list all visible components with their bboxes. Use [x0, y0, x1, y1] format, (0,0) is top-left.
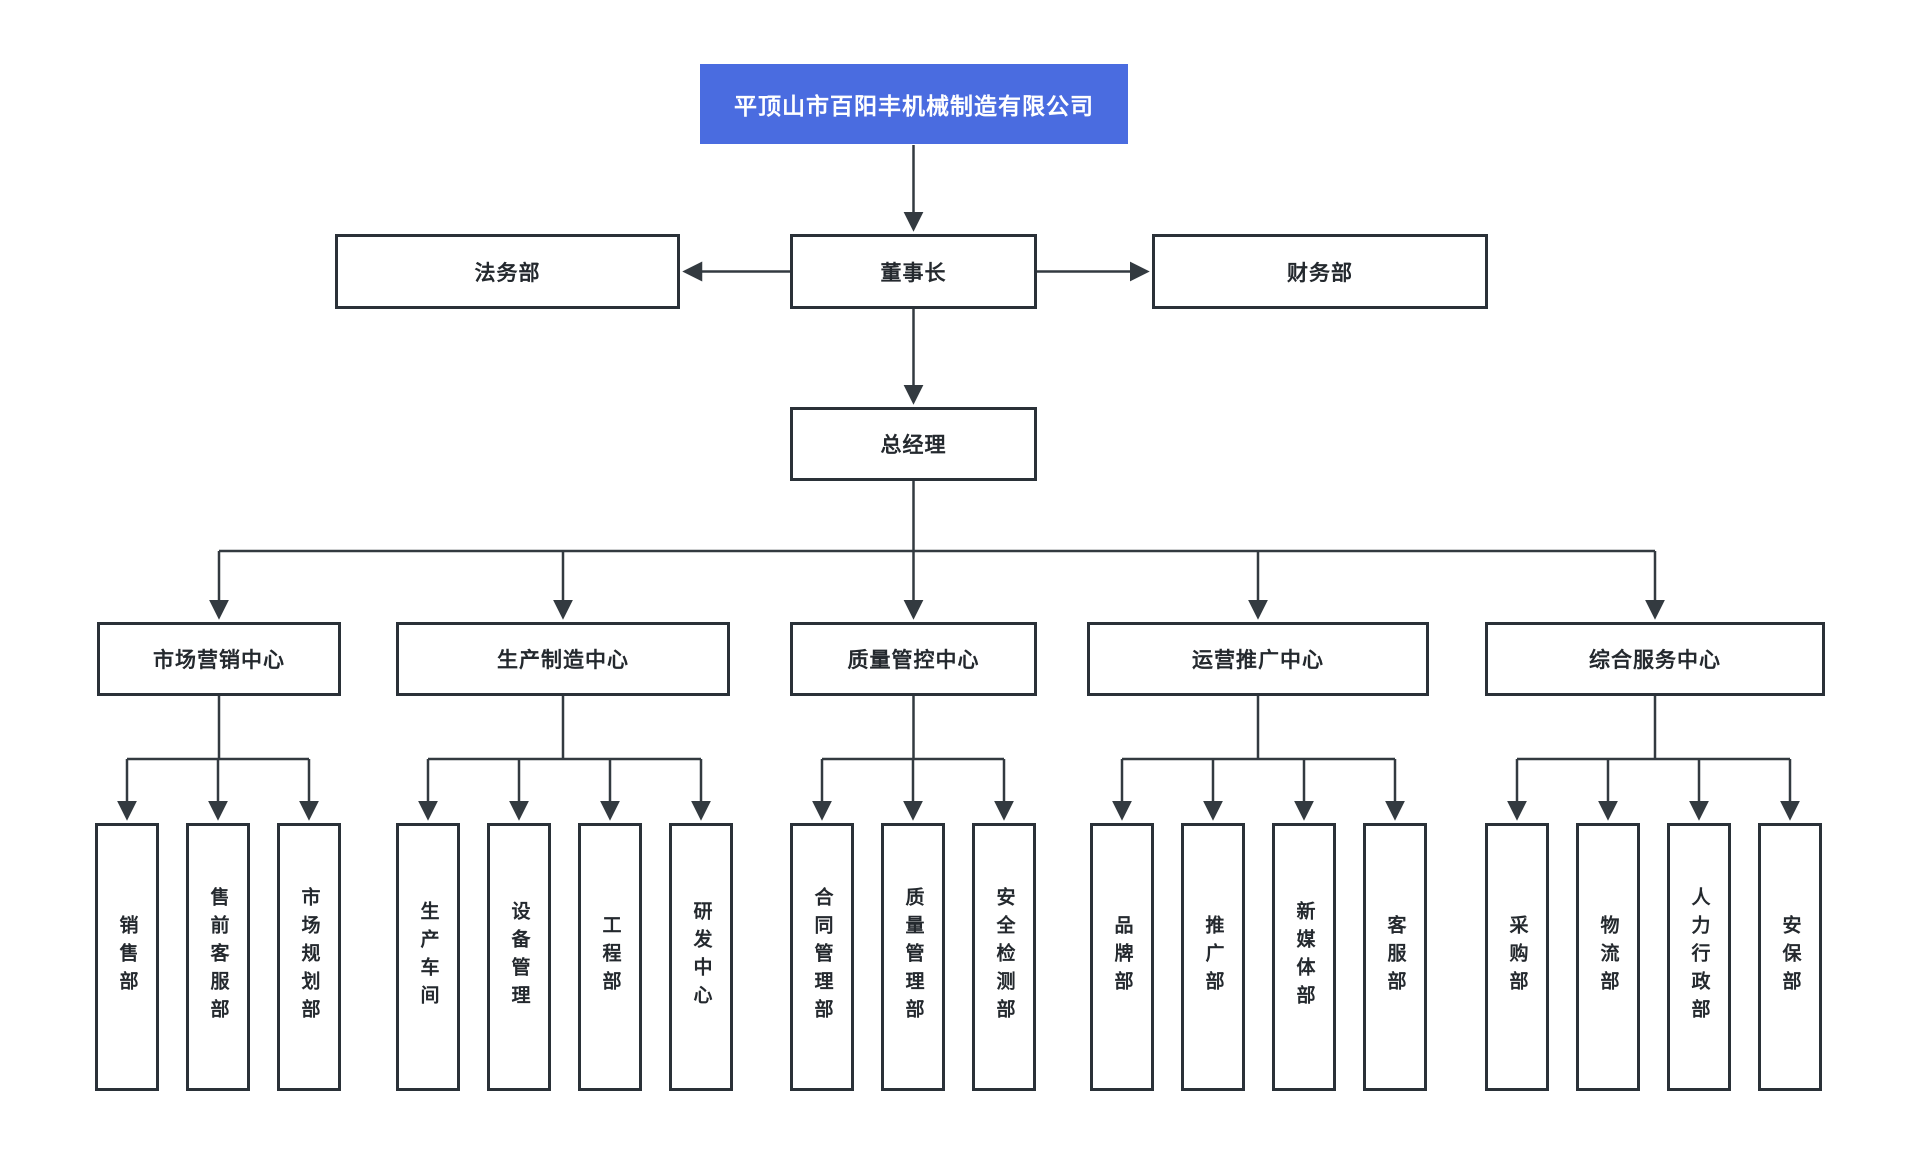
operations-center-label: 运营推广中心 [1192, 649, 1324, 672]
equipment-management-label: 设备管理 [508, 901, 530, 1013]
equipment-management-box[interactable]: 设备管理 [487, 823, 551, 1091]
customer-service-dept-label: 客服部 [1384, 915, 1406, 999]
market-planning-dept-label: 市场规划部 [298, 887, 320, 1027]
presales-service-dept-label: 售前客服部 [207, 887, 229, 1027]
brand-dept-label: 品牌部 [1111, 915, 1133, 999]
legal-dept-label: 法务部 [474, 261, 541, 285]
general-manager-label: 总经理 [880, 434, 947, 457]
finance-dept-box[interactable]: 财务部 [1152, 234, 1488, 309]
promotion-dept-box[interactable]: 推广部 [1181, 823, 1245, 1091]
new-media-dept-label: 新媒体部 [1293, 901, 1315, 1013]
new-media-dept-box[interactable]: 新媒体部 [1272, 823, 1336, 1091]
procurement-dept-box[interactable]: 采购部 [1485, 823, 1549, 1091]
quality-management-dept-box[interactable]: 质量管理部 [881, 823, 945, 1091]
services-center-box[interactable]: 综合服务中心 [1485, 622, 1825, 696]
promotion-dept-label: 推广部 [1202, 915, 1224, 999]
engineering-dept-label: 工程部 [599, 915, 621, 999]
hr-admin-dept-box[interactable]: 人力行政部 [1667, 823, 1731, 1091]
production-workshop-label: 生产车间 [417, 901, 439, 1013]
logistics-dept-box[interactable]: 物流部 [1576, 823, 1640, 1091]
brand-dept-box[interactable]: 品牌部 [1090, 823, 1154, 1091]
hr-admin-dept-label: 人力行政部 [1688, 887, 1710, 1027]
quality-management-dept-label: 质量管理部 [902, 887, 924, 1027]
security-dept-box[interactable]: 安保部 [1758, 823, 1822, 1091]
chairman-label: 董事长 [880, 261, 947, 285]
marketing-center-label: 市场营销中心 [153, 649, 285, 672]
production-center-label: 生产制造中心 [497, 649, 629, 672]
safety-inspection-dept-label: 安全检测部 [993, 887, 1015, 1027]
finance-dept-label: 财务部 [1287, 261, 1353, 285]
sales-dept-label: 销售部 [116, 915, 138, 999]
marketing-center-box[interactable]: 市场营销中心 [97, 622, 341, 696]
sales-dept-box[interactable]: 销售部 [95, 823, 159, 1091]
chairman-box[interactable]: 董事长 [790, 234, 1037, 309]
security-dept-label: 安保部 [1779, 915, 1801, 999]
services-center-label: 综合服务中心 [1589, 649, 1721, 672]
market-planning-dept-box[interactable]: 市场规划部 [277, 823, 341, 1091]
production-workshop-box[interactable]: 生产车间 [396, 823, 460, 1091]
safety-inspection-dept-box[interactable]: 安全检测部 [972, 823, 1036, 1091]
procurement-dept-label: 采购部 [1506, 915, 1528, 999]
quality-center-label: 质量管控中心 [847, 649, 980, 672]
quality-center-box[interactable]: 质量管控中心 [790, 622, 1037, 696]
customer-service-dept-box[interactable]: 客服部 [1363, 823, 1427, 1091]
company-name-label: 平顶山市百阳丰机械制造有限公司 [734, 93, 1094, 119]
engineering-dept-box[interactable]: 工程部 [578, 823, 642, 1091]
production-center-box[interactable]: 生产制造中心 [396, 622, 730, 696]
legal-dept-box[interactable]: 法务部 [335, 234, 680, 309]
contract-management-dept-box[interactable]: 合同管理部 [790, 823, 854, 1091]
general-manager-box[interactable]: 总经理 [790, 407, 1037, 481]
presales-service-dept-box[interactable]: 售前客服部 [186, 823, 250, 1091]
company-root-box[interactable]: 平顶山市百阳丰机械制造有限公司 [700, 64, 1128, 144]
contract-management-dept-label: 合同管理部 [811, 887, 833, 1027]
rnd-center-label: 研发中心 [690, 901, 712, 1013]
rnd-center-box[interactable]: 研发中心 [669, 823, 733, 1091]
logistics-dept-label: 物流部 [1597, 915, 1619, 999]
operations-center-box[interactable]: 运营推广中心 [1087, 622, 1429, 696]
